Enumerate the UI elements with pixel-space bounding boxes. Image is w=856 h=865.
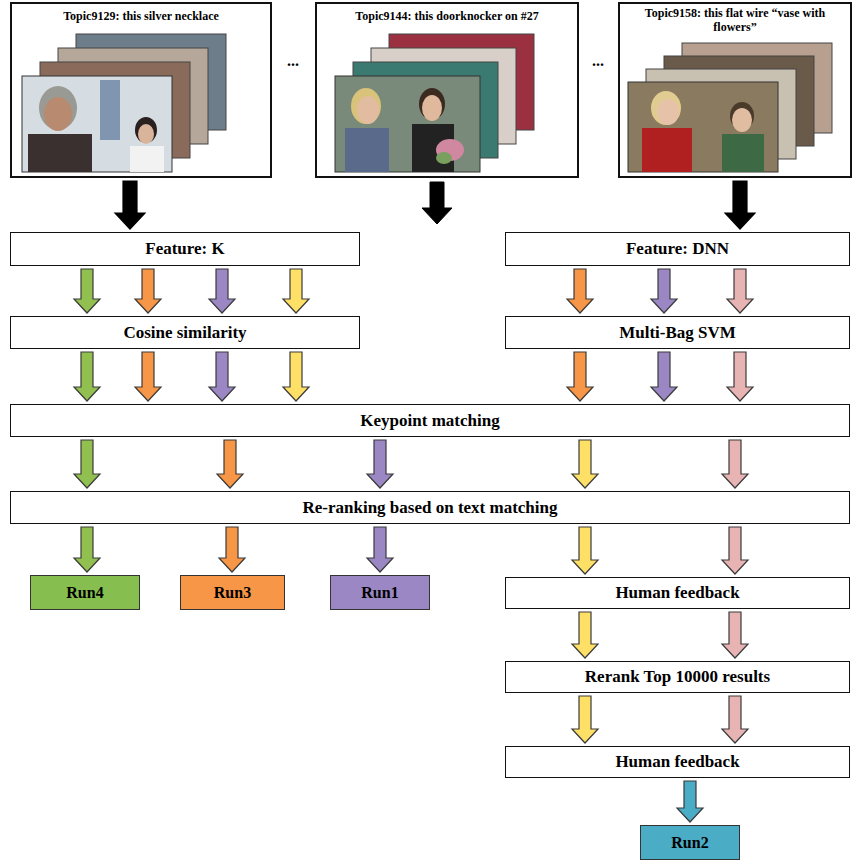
video-frame xyxy=(22,76,172,172)
block-arrow xyxy=(367,440,393,488)
ellipsis-label: ... xyxy=(592,52,604,70)
video-frame xyxy=(335,76,480,172)
box-label: Re-ranking based on text matching xyxy=(302,498,557,518)
block-arrow xyxy=(572,612,598,658)
process-box: Feature: K xyxy=(10,232,360,266)
leaves xyxy=(436,152,452,164)
hair xyxy=(135,117,157,143)
block-arrow xyxy=(135,269,161,313)
box-label: Run3 xyxy=(214,583,251,602)
block-arrow xyxy=(722,440,748,488)
process-box: Feature: DNN xyxy=(505,232,850,266)
block-arrow xyxy=(74,527,100,572)
block-arrow xyxy=(567,269,593,313)
body xyxy=(642,128,692,172)
video-frame xyxy=(628,82,778,172)
block-arrow xyxy=(209,352,235,401)
hair xyxy=(419,88,445,120)
box-label: Rerank Top 10000 results xyxy=(585,667,770,687)
topic-panel: Topic9129: this silver necklace xyxy=(10,2,272,178)
process-box: Human feedback xyxy=(505,746,850,778)
process-box: Keypoint matching xyxy=(10,404,850,437)
hair xyxy=(351,88,381,124)
process-box: Cosine similarity xyxy=(10,316,360,349)
block-arrow xyxy=(283,269,309,313)
run-box: Run2 xyxy=(640,825,740,860)
block-arrow xyxy=(651,352,677,401)
block-arrow xyxy=(572,696,598,743)
topic-panel: Topic9144: this doorknocker on #27 xyxy=(315,2,579,178)
block-arrow xyxy=(572,440,598,488)
block-arrow xyxy=(725,181,755,229)
face xyxy=(422,95,442,121)
block-arrow xyxy=(74,440,100,488)
block-arrow xyxy=(209,269,235,313)
hair xyxy=(39,86,77,130)
box-label: Run2 xyxy=(671,833,708,852)
block-arrow xyxy=(115,181,145,229)
face xyxy=(657,99,679,125)
run-box: Run1 xyxy=(330,575,430,610)
block-arrow xyxy=(283,352,309,401)
process-box: Multi-Bag SVM xyxy=(505,316,850,349)
block-arrow xyxy=(722,696,748,743)
box-label: Feature: K xyxy=(145,239,224,259)
block-arrow xyxy=(217,440,243,488)
block-arrow xyxy=(219,527,245,572)
block-arrow xyxy=(135,352,161,401)
block-arrow xyxy=(572,527,598,574)
box-label: Cosine similarity xyxy=(123,323,246,343)
topic-title: Topic9144: this doorknocker on #27 xyxy=(353,9,540,23)
hair xyxy=(651,91,681,125)
box-label: Run1 xyxy=(361,583,398,602)
door xyxy=(100,80,120,140)
block-arrow xyxy=(677,781,703,822)
run-box: Run3 xyxy=(180,575,285,610)
box-label: Keypoint matching xyxy=(360,411,499,431)
block-arrow xyxy=(567,352,593,401)
topic-title: Topic9158: this flat wire “vase with flo… xyxy=(626,6,844,34)
block-arrow xyxy=(727,352,753,401)
block-arrow xyxy=(727,269,753,313)
block-arrow xyxy=(651,269,677,313)
topic-panel: Topic9158: this flat wire “vase with flo… xyxy=(618,2,852,178)
topic-title: Topic9129: this silver necklace xyxy=(61,9,221,23)
face xyxy=(357,96,379,124)
video-frame-stack xyxy=(22,34,226,172)
box-label: Run4 xyxy=(66,583,103,602)
run-box: Run4 xyxy=(30,575,140,610)
process-box: Human feedback xyxy=(505,577,850,609)
face xyxy=(138,124,154,144)
box-label: Feature: DNN xyxy=(626,239,729,259)
body xyxy=(130,146,164,172)
block-arrow xyxy=(74,269,100,313)
body xyxy=(345,128,389,172)
block-arrow xyxy=(722,612,748,658)
video-frame-stack xyxy=(628,43,832,172)
face xyxy=(732,108,752,132)
body xyxy=(28,134,92,172)
block-arrow xyxy=(74,352,100,401)
block-arrow xyxy=(422,182,452,224)
process-box: Rerank Top 10000 results xyxy=(505,661,850,693)
body xyxy=(722,134,764,172)
process-box: Re-ranking based on text matching xyxy=(10,491,850,524)
box-label: Human feedback xyxy=(615,752,739,772)
block-arrow xyxy=(722,527,748,574)
ellipsis-label: ... xyxy=(287,52,299,70)
block-arrow xyxy=(367,527,393,572)
face xyxy=(44,97,72,131)
box-label: Human feedback xyxy=(615,583,739,603)
video-frame-stack xyxy=(335,34,534,172)
box-label: Multi-Bag SVM xyxy=(619,323,736,343)
